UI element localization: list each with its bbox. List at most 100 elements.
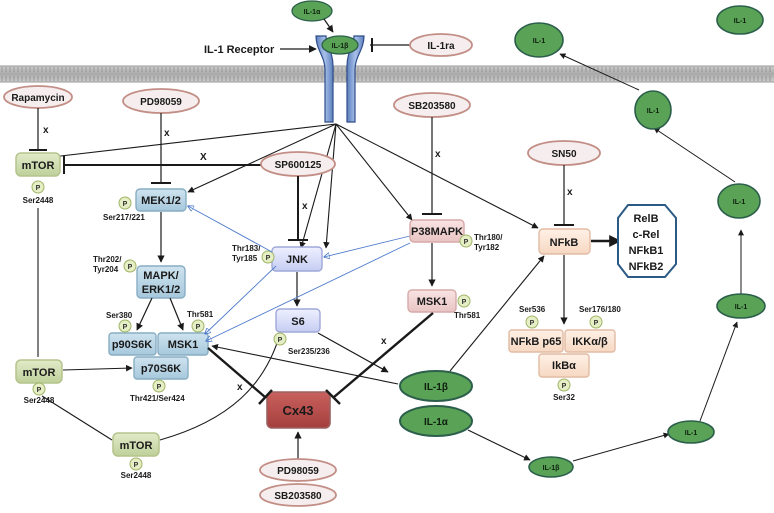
ikba-site: Ser32 [553, 393, 575, 402]
ikk-site: Ser176/180 [579, 305, 621, 314]
svg-text:P: P [278, 337, 283, 344]
mtor-top-site: Ser2448 [23, 196, 54, 205]
jnk-site-1: Thr183/ [232, 244, 261, 253]
block-mark-sp-jnk: x [302, 201, 308, 212]
svg-text:P: P [123, 324, 128, 331]
jnk-site-2: Tyr185 [232, 254, 258, 263]
svg-text:P: P [123, 201, 128, 208]
sp600125-inhibitor: SP600125 [260, 151, 336, 177]
il1b-small-secreted: IL-1β [528, 456, 574, 478]
ikk-node: IKKα/β [564, 329, 616, 353]
il1-blob: IL-1 [717, 183, 761, 219]
sb203580-inhibitor-top: SB203580 [393, 92, 471, 118]
sn50-inhibitor: SN50 [527, 140, 601, 166]
svg-text:IKKα/β: IKKα/β [572, 336, 608, 348]
p70-site: Thr421/Ser424 [130, 394, 185, 403]
il1-blob: IL-1 [716, 5, 764, 35]
phospho-marker: P [261, 250, 275, 264]
svg-text:P38MAPK: P38MAPK [411, 226, 463, 238]
svg-text:IL-1: IL-1 [733, 199, 746, 206]
il1-blob: IL-1 [634, 90, 672, 130]
p38-site-1: Thr180/ [474, 233, 503, 242]
svg-text:SB203580: SB203580 [408, 101, 456, 112]
p70s6k-node: p70S6K [133, 356, 189, 380]
receptor-label: IL-1 Receptor [204, 44, 275, 56]
svg-text:P: P [562, 383, 567, 390]
il1-secretion-arrows [559, 53, 744, 462]
svg-text:IkBα: IkBα [552, 360, 576, 372]
svg-text:IL-1α: IL-1α [304, 9, 321, 16]
s6-node: S6 [275, 308, 321, 333]
p65-site: Ser536 [519, 305, 546, 314]
svg-text:Rapamycin: Rapamycin [11, 93, 64, 104]
phospho-marker: P [459, 234, 473, 248]
svg-text:IL-1ra: IL-1ra [427, 41, 455, 52]
svg-text:P: P [196, 324, 201, 331]
rapamycin-inhibitor: Rapamycin [3, 85, 73, 109]
svg-text:IL-1β: IL-1β [543, 465, 560, 472]
phospho-marker: P [123, 259, 137, 273]
target-gene: c-Rel [633, 229, 660, 241]
msk1-left-site: Thr581 [187, 310, 214, 319]
mek12-node: MEK1/2 [135, 188, 187, 212]
svg-text:IL-1α: IL-1α [424, 417, 449, 428]
phospho-marker: P [457, 294, 471, 308]
svg-text:MSK1: MSK1 [417, 296, 448, 308]
svg-text:PD98059: PD98059 [140, 97, 182, 108]
p90s6k-node: p90S6K [108, 332, 157, 356]
svg-text:P: P [462, 299, 467, 306]
receptor-signal-arrows [51, 123, 539, 249]
msk1-node-left: MSK1 [157, 332, 209, 356]
svg-text:NFkB p65: NFkB p65 [511, 336, 562, 348]
cx43-node: Cx43 [266, 391, 331, 429]
msk1-right-to-cx43-inhibition [333, 312, 434, 398]
svg-text:P: P [530, 320, 535, 327]
block-mark-sb: x [435, 149, 441, 160]
svg-text:MEK1/2: MEK1/2 [141, 195, 181, 207]
block-mark-sn50: x [567, 187, 573, 198]
pd98059-inhibitor-top: PD98059 [122, 88, 200, 114]
mtor-mid-site: Ser2448 [24, 396, 55, 405]
il1-blob: IL-1 [667, 420, 715, 444]
block-mark-cx43-right: x [381, 336, 387, 347]
cell-membrane [0, 65, 774, 83]
svg-text:NFkB: NFkB [550, 237, 579, 249]
svg-text:Cx43: Cx43 [282, 403, 313, 418]
svg-text:mTOR: mTOR [120, 440, 153, 452]
svg-text:S6: S6 [291, 316, 304, 328]
phospho-marker: P [525, 315, 539, 329]
mapk-site-2: Tyr204 [93, 265, 119, 274]
svg-text:mTOR: mTOR [22, 160, 55, 172]
svg-text:P: P [36, 185, 41, 192]
phospho-marker: P [191, 319, 205, 333]
p38mapk-node: P38MAPK [409, 219, 465, 243]
mapk-site-1: Thr202/ [93, 255, 122, 264]
svg-text:p90S6K: p90S6K [112, 339, 152, 351]
ligand-binding-arrow [323, 18, 334, 33]
svg-text:P: P [594, 320, 599, 327]
pd98059-inhibitor-bottom: PD98059 [259, 458, 337, 482]
svg-text:MAPK/: MAPK/ [143, 270, 178, 282]
il1b-secreted: IL-1β [399, 370, 473, 402]
mtor-node-bottom: mTOR [112, 432, 160, 457]
p90-site: Ser380 [106, 311, 133, 320]
il1-blob: IL-1 [716, 293, 766, 319]
mtor-node-top: mTOR [15, 152, 61, 177]
phospho-marker: P [129, 457, 143, 471]
svg-text:P: P [128, 264, 133, 271]
nfkb-node: NFkB [538, 228, 591, 255]
mek-site: Ser217/221 [103, 213, 145, 222]
svg-text:IL-1: IL-1 [685, 430, 698, 437]
sb203580-inhibitor-bottom: SB203580 [259, 483, 337, 507]
nfkb-target-genes: RelB c-Rel NFkB1 NFkB2 [617, 204, 677, 278]
svg-text:IL-1: IL-1 [734, 18, 747, 25]
svg-text:SP600125: SP600125 [275, 160, 322, 171]
phospho-marker: P [589, 315, 603, 329]
phospho-marker: P [118, 319, 132, 333]
p38-site-2: Tyr182 [474, 243, 500, 252]
mtor-node-mid: mTOR [15, 359, 63, 384]
svg-text:PD98059: PD98059 [277, 466, 319, 477]
block-mark-pd98059: x [164, 128, 170, 139]
target-gene: RelB [633, 213, 658, 225]
